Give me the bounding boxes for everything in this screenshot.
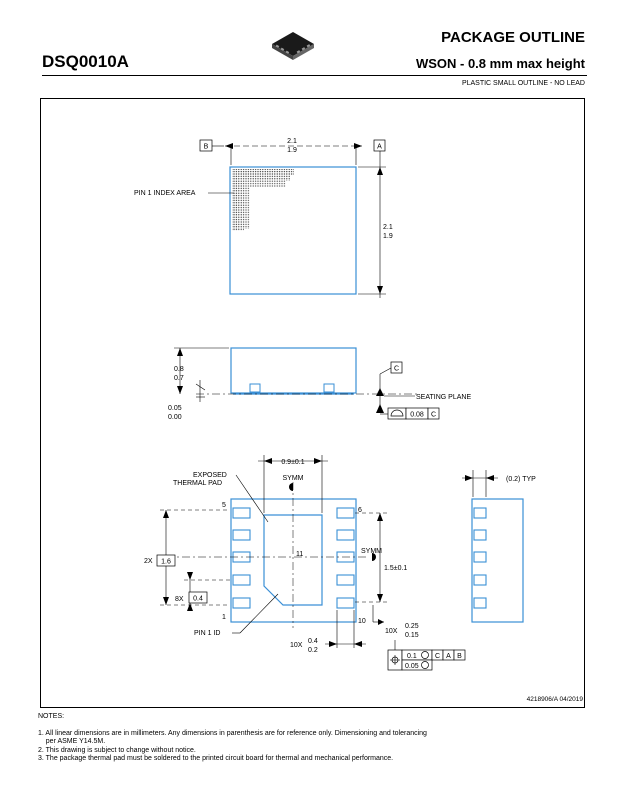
package-title: PACKAGE OUTLINE (441, 29, 585, 46)
pin-5: 5 (222, 502, 226, 509)
pin1-id-label: PIN 1 ID (194, 630, 220, 637)
top-height-max: 2.1 (383, 224, 393, 231)
header-rule (42, 75, 587, 76)
tol-2-value: 0.05 (405, 663, 419, 670)
pad-width: 0.9±0.1 (281, 459, 304, 466)
side-view-2: (0.2) TYP (462, 470, 536, 623)
flatness-datum: C (431, 412, 436, 419)
right-leads (336, 507, 355, 609)
pin-6: 6 (358, 507, 362, 514)
standoff-max: 0.05 (168, 405, 182, 412)
package-subtitle: WSON - 0.8 mm max height (415, 56, 585, 71)
lead-width-min: 0.2 (308, 647, 318, 654)
note-3: 3. The package thermal pad must be solde… (38, 754, 394, 762)
note-1: 1. All linear dimensions are in millimet… (38, 730, 427, 746)
bottom-view: 0.9±0.1 SYMM SYMM EXPOSED THERMAL PAD 5 … (144, 455, 466, 671)
side-view: 0.8 0.7 0.05 0.00 C SEATING PLANE 0.08 C (168, 347, 471, 421)
pitch8-value: 0.4 (193, 596, 203, 603)
typ-label: (0.2) TYP (506, 476, 536, 483)
side-height-min: 0.7 (174, 375, 184, 382)
pin1-index-label: PIN 1 INDEX AREA (134, 190, 196, 197)
note-2: 2. This drawing is subject to change wit… (38, 746, 196, 754)
mmc-icon-2 (421, 661, 429, 669)
pitch-count: 2X (144, 558, 153, 565)
flatness-value: 0.08 (410, 412, 424, 419)
symm-top-label: SYMM (283, 475, 304, 482)
tol-1-datum-b: B (457, 653, 462, 660)
package-body-outline (229, 166, 357, 295)
pin-1: 1 (222, 614, 226, 621)
pitch8-count: 8X (175, 596, 184, 603)
lead-len-max: 0.25 (405, 623, 419, 630)
exposed-pad-label-2: THERMAL PAD (173, 480, 222, 487)
drawing-ref: 4218906/A 04/2019 (527, 696, 584, 703)
notes-title: NOTES: (38, 713, 65, 720)
standoff-min: 0.00 (168, 414, 182, 421)
datum-b: B (204, 144, 209, 151)
exposed-pad (263, 514, 323, 606)
left-leads (232, 507, 251, 609)
tol-1-value: 0.1 (407, 653, 417, 660)
notes: NOTES: 1. All linear dimensions are in m… (38, 713, 598, 763)
symm-right-icon (372, 553, 376, 561)
lead-width-count: 10X (290, 642, 303, 649)
package-description: PLASTIC SMALL OUTLINE - NO LEAD (461, 80, 585, 87)
exposed-pad-label-1: EXPOSED (193, 472, 227, 479)
pad-number: 11 (296, 551, 303, 558)
top-width-min: 1.9 (287, 147, 297, 154)
flatness-icon (390, 409, 404, 417)
top-width-max: 2.1 (287, 138, 297, 145)
mmc-icon-1 (421, 651, 429, 659)
pin-10: 10 (358, 618, 366, 625)
symm-right-label: SYMM (361, 548, 382, 555)
bottom-body (230, 498, 357, 623)
side-height-max: 0.8 (174, 366, 184, 373)
seating-plane-label: SEATING PLANE (416, 394, 471, 401)
top-view: B 2.1 1.9 A 2.1 1.9 PIN 1 INDEX AREA (134, 138, 393, 298)
datum-a: A (377, 144, 382, 151)
lead-len-min: 0.15 (405, 632, 419, 639)
tol-1-datum-a: A (446, 653, 451, 660)
tol-1-datum-c: C (435, 653, 440, 660)
lead-width-max: 0.4 (308, 638, 318, 645)
top-height-min: 1.9 (383, 233, 393, 240)
drawing-frame (40, 98, 585, 708)
package-chip-icon (272, 32, 314, 60)
side-body (230, 347, 357, 394)
lead-len-count: 10X (385, 628, 398, 635)
pitch-value: 1.6 (161, 559, 171, 566)
symm-top-icon (289, 483, 293, 491)
datum-c: C (394, 366, 399, 373)
document-id: DSQ0010A (42, 52, 129, 71)
pad-length: 1.5±0.1 (384, 565, 407, 572)
